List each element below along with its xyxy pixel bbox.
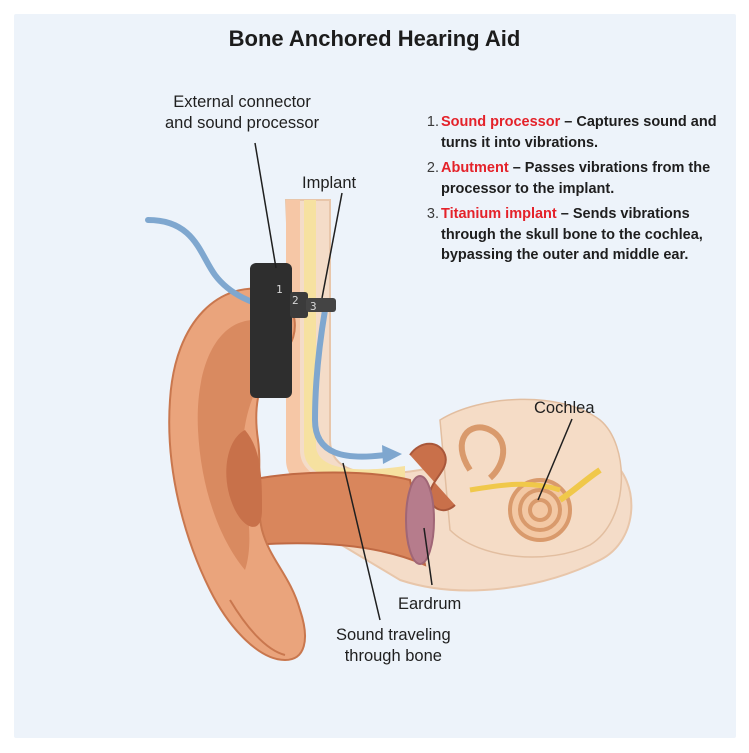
label-external-connector: External connector and sound processor [165,92,319,134]
legend-num-3: 3. [424,204,439,266]
legend-list: 1. Sound processor – Captures sound and … [424,112,740,271]
legend-item-3: 3. Titanium implant – Sends vibrations t… [424,204,740,266]
ear-canal [250,473,425,566]
legend-num-1: 1. [424,112,439,153]
legend-text-3: Titanium implant – Sends vibrations thro… [441,204,740,266]
legend-num-2: 2. [424,158,439,199]
legend-text-2: Abutment – Passes vibrations from the pr… [441,158,740,199]
legend-item-2: 2. Abutment – Passes vibrations from the… [424,158,740,199]
legend-item-1: 1. Sound processor – Captures sound and … [424,112,740,153]
label-cochlea: Cochlea [534,398,595,419]
device-number-3: 3 [310,300,317,313]
sound-arrow-bone-head [382,445,402,464]
legend-term-titanium-implant: Titanium implant [441,206,557,222]
label-external-line-1: External connector [165,92,319,113]
diagram-title: Bone Anchored Hearing Aid [0,26,749,52]
eardrum-shape [406,476,434,564]
label-external-line-2: and sound processor [165,113,319,134]
cochlea-spiral [510,480,570,540]
legend-text-1: Sound processor – Captures sound and tur… [441,112,740,153]
label-sound-line-1: Sound traveling [336,625,451,646]
legend-term-sound-processor: Sound processor [441,114,560,130]
device-number-2: 2 [292,294,299,307]
label-sound-line-2: through bone [336,646,451,667]
label-sound-traveling: Sound traveling through bone [336,625,451,667]
device-number-1: 1 [276,283,283,296]
label-implant: Implant [302,173,356,194]
legend-term-abutment: Abutment [441,160,509,176]
label-eardrum: Eardrum [398,594,461,615]
sound-processor-device [250,263,292,398]
leader-external [255,143,276,268]
